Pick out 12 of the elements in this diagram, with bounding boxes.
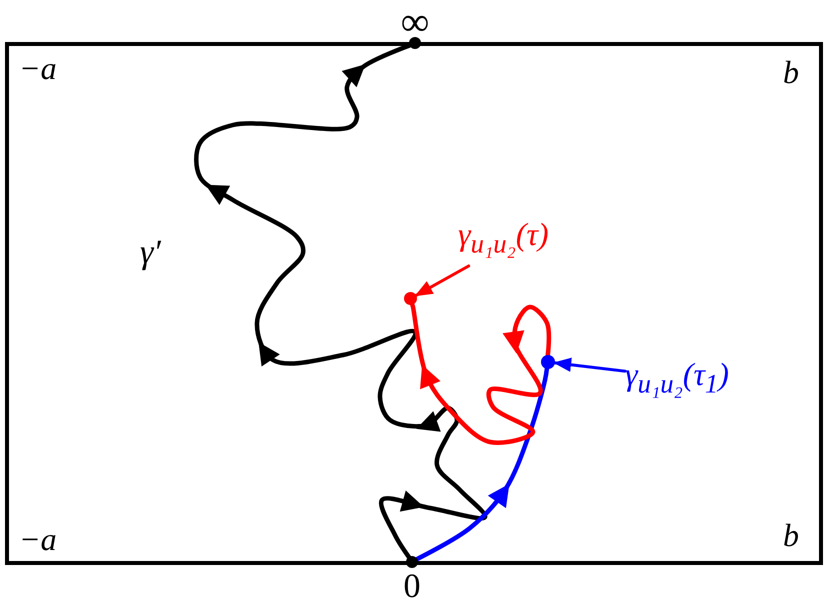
curve-label: γ$_{u₁u₂}$(τ) — [458, 218, 550, 258]
rectangle-region — [5, 42, 823, 565]
point-label: ∞ — [400, 2, 430, 42]
point-dot — [541, 355, 555, 369]
point-dot — [404, 292, 417, 305]
corner-label: −a — [19, 523, 57, 555]
corner-label: b — [783, 56, 799, 88]
corner-label: b — [783, 519, 799, 551]
curve-name: γ′ — [140, 236, 161, 270]
point-label: 0 — [402, 570, 422, 604]
corner-label: −a — [19, 52, 57, 84]
curve-label: γ$_{u₁u₂}$(τ$_{1}$) — [625, 358, 730, 398]
